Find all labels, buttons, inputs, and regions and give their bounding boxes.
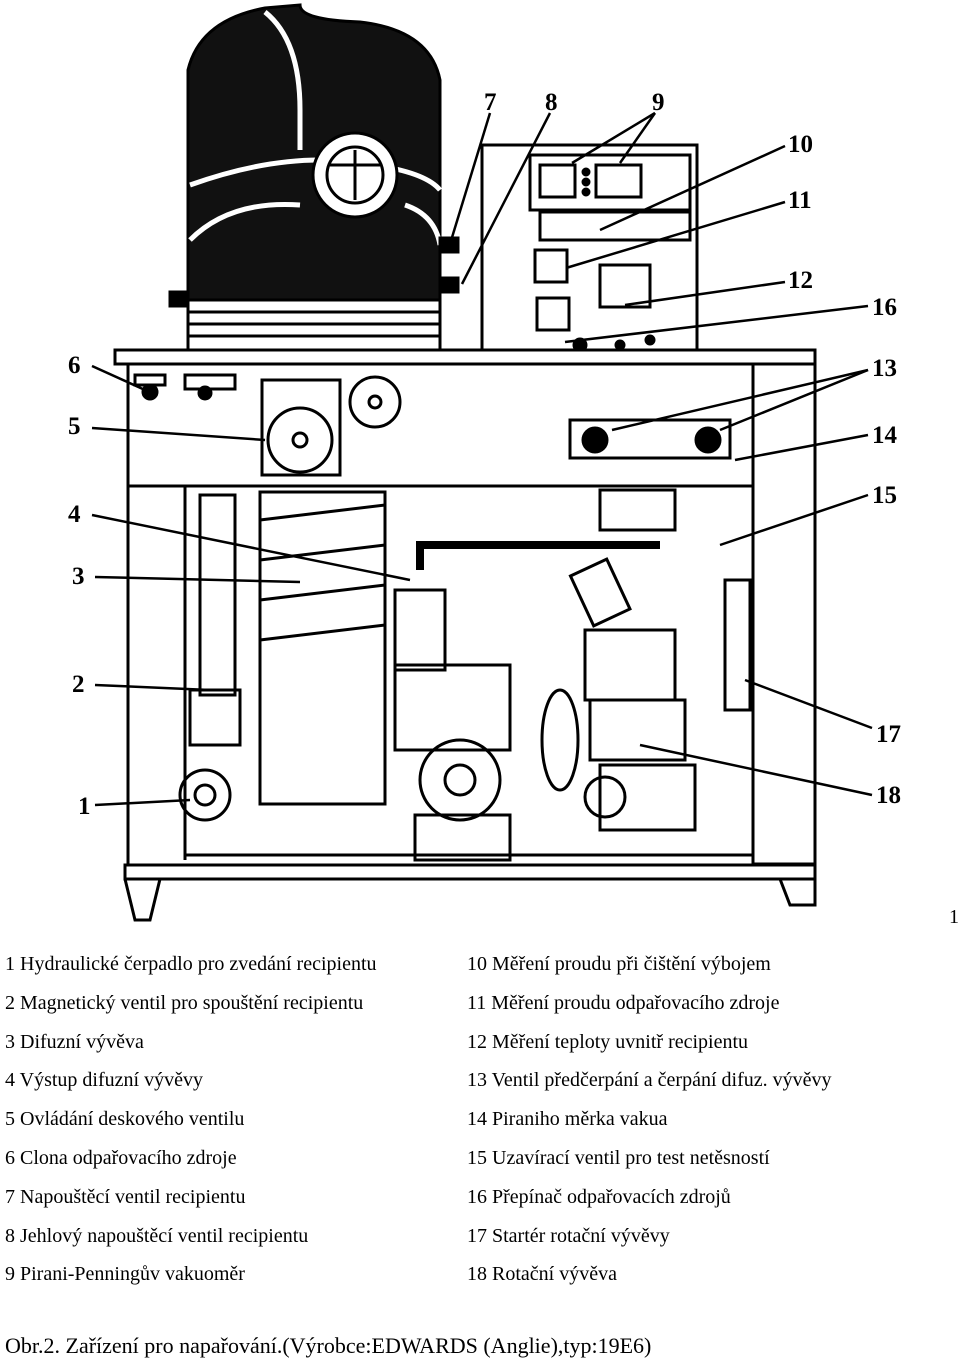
control-panel (480, 143, 699, 352)
legend-item: 14 Piraniho měrka vakua (467, 1108, 668, 1131)
legend-item: 1 Hydraulické čerpadlo pro zvedání recip… (5, 953, 377, 975)
callout-14: 14 (872, 422, 898, 449)
callout-13: 13 (872, 355, 897, 382)
callout-12: 12 (788, 267, 813, 294)
callout-4: 4 (68, 501, 81, 528)
callout-15: 15 (872, 482, 897, 509)
callout-16: 16 (872, 294, 897, 321)
callout-10: 10 (788, 131, 813, 158)
figure-caption: Obr.2. Zařízení pro napařování.(Výrobce:… (5, 1333, 652, 1358)
page-number: 1 (949, 906, 959, 928)
legend-item: 18 Rotační vývěva (467, 1263, 617, 1286)
legend-item: 12 Měření teploty uvnitř recipientu (467, 1030, 749, 1053)
plate-valve-handwheel (266, 406, 334, 474)
callout-18: 18 (876, 782, 901, 809)
legend-item: 7 Napouštěcí ventil recipientu (5, 1185, 246, 1208)
legend-right-column: 10 Měření proudu při čištění výbojem 11 … (467, 945, 832, 1294)
callout-3: 3 (72, 563, 85, 590)
legend-item: 13 Ventil předčerpání a čerpání difuz. v… (467, 1069, 832, 1092)
legend-item: 10 Měření proudu při čištění výbojem (467, 953, 771, 975)
callout-5: 5 (68, 413, 81, 440)
legend-item: 17 Startér rotační vývěvy (467, 1224, 670, 1247)
legend-left-column: 1 Hydraulické čerpadlo pro zvedání recip… (5, 945, 377, 1294)
callout-6: 6 (68, 352, 81, 379)
diffusion-pump (258, 490, 387, 806)
legend-item: 3 Difuzní vývěva (5, 1030, 144, 1053)
callout-9: 9 (652, 89, 665, 116)
legend-item: 6 Clona odpařovacího zdroje (5, 1146, 237, 1169)
legend-item: 2 Magnetický ventil pro spouštění recipi… (5, 991, 364, 1014)
table-top (113, 348, 817, 366)
legend-item: 8 Jehlový napouštěcí ventil recipientu (5, 1224, 309, 1247)
legend-item: 15 Uzavírací ventil pro test netěsností (467, 1146, 770, 1169)
callout-leader-lines (91, 111, 873, 807)
vacuum-coating-apparatus-illustration: 1 2 3 4 5 6 7 8 9 10 11 12 13 14 15 16 1… (68, 3, 901, 922)
legend-item: 4 Výstup difuzní vývěvy (5, 1069, 203, 1092)
base-frame (123, 863, 817, 881)
legend-item: 5 Ovládání deskového ventilu (5, 1108, 245, 1131)
upper-cabinet (126, 362, 755, 488)
callout-17: 17 (876, 721, 901, 748)
callout-7: 7 (484, 89, 497, 116)
callout-2: 2 (72, 671, 85, 698)
callout-11: 11 (788, 187, 812, 214)
legend-item: 16 Přepínač odpařovacích zdrojů (467, 1185, 731, 1208)
legend-item: 9 Pirani-Penningův vakuoměr (5, 1263, 245, 1286)
legend-item: 11 Měření proudu odpařovacího zdroje (467, 991, 780, 1014)
callout-1: 1 (78, 793, 91, 820)
callout-8: 8 (545, 89, 558, 116)
